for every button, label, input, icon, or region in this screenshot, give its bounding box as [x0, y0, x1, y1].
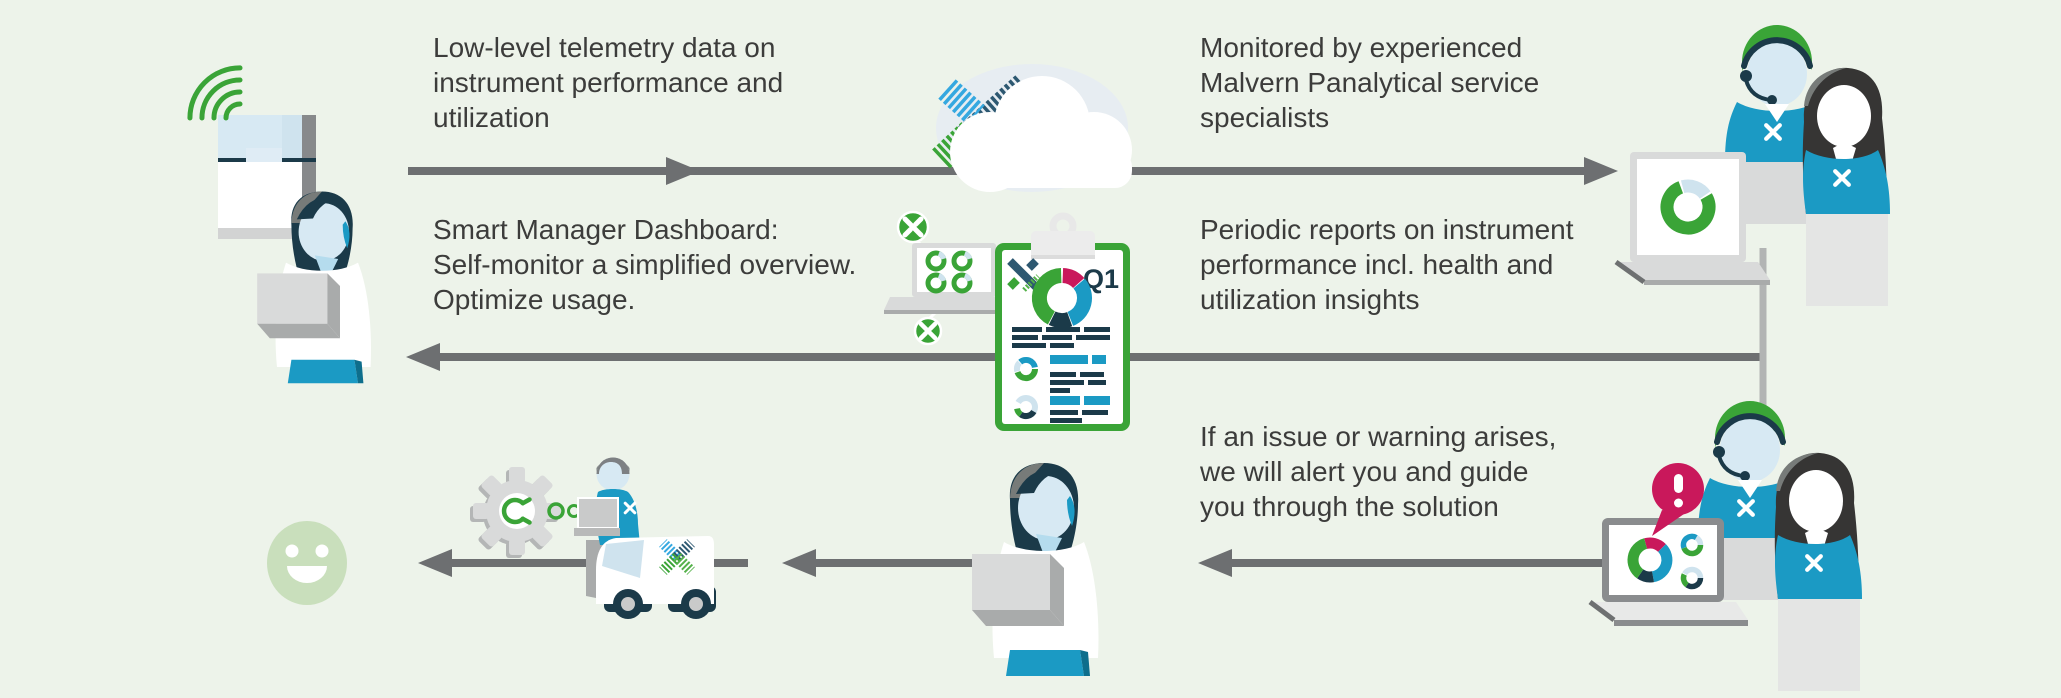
green-donut-chart — [1660, 181, 1716, 235]
excel-badge-icon — [896, 210, 930, 244]
text-line: specialists — [1200, 102, 1330, 133]
excel-badge-icon — [913, 316, 943, 346]
text-line: performance incl. health and — [1200, 249, 1554, 280]
text-line: Low-level telemetry data on — [433, 32, 776, 63]
service-van-icon — [574, 457, 716, 619]
text-line: utilization insights — [1200, 284, 1420, 315]
remote-fix-group — [470, 457, 716, 619]
reports-text: Periodic reports on instrument performan… — [1200, 212, 1574, 317]
text-line: Monitored by experienced — [1200, 32, 1523, 63]
telemetry-text: Low-level telemetry data on instrument p… — [433, 30, 783, 135]
customer-bottom — [972, 463, 1099, 676]
text-line: Optimize usage. — [433, 284, 636, 315]
alert-text: If an issue or warning arises, we will a… — [1200, 419, 1556, 524]
text-line: Periodic reports on instrument — [1200, 214, 1574, 245]
service-engineer — [574, 457, 640, 581]
arrowhead-left — [406, 343, 440, 371]
cloud-icon — [932, 64, 1132, 192]
report-entry-1 — [1014, 355, 1106, 393]
dashboard-text: Smart Manager Dashboard: Self-monitor a … — [433, 212, 856, 317]
alert-bubble-icon — [1652, 463, 1704, 536]
malvern-x-logo-small — [1007, 258, 1040, 292]
text-line: If an issue or warning arises, — [1200, 421, 1557, 452]
specialists-monitoring — [1614, 25, 1890, 306]
arrowhead-left-2 — [782, 549, 816, 577]
text-line: we will alert you and guide — [1200, 456, 1529, 487]
monitoring-laptop-icon — [1614, 152, 1770, 285]
wifi-signal-icon — [187, 65, 243, 121]
exclamation-mark — [1674, 474, 1683, 493]
report-text-bars — [1012, 327, 1110, 348]
text-line: utilization — [433, 102, 550, 133]
arrowhead-left-3 — [418, 549, 452, 577]
van-x-logo — [659, 539, 695, 575]
text-line: you through the solution — [1200, 491, 1499, 522]
text-line: instrument performance and — [433, 67, 784, 98]
gear-wrench-icon — [470, 467, 611, 558]
clipboard-report-icon: Q1 — [995, 212, 1130, 431]
smiley-face-icon — [267, 521, 347, 605]
dashboard-laptop-icon — [884, 210, 1004, 346]
donut-chart-icon — [925, 250, 973, 294]
text-line: Smart Manager Dashboard: — [433, 214, 779, 245]
arrowhead-right-mid — [666, 157, 700, 185]
alert-laptop-icon — [1588, 518, 1748, 626]
specialists-alert — [1588, 401, 1862, 691]
arrowhead-right-end — [1584, 157, 1618, 185]
report-entry-2 — [1014, 395, 1110, 423]
arrowhead-left-1 — [1198, 549, 1232, 577]
report-big-donut-chart — [1031, 268, 1092, 329]
alert-donut-charts — [1627, 533, 1704, 590]
text-line: Malvern Panalytical service — [1200, 67, 1540, 98]
text-line: Self-monitor a simplified overview. — [433, 249, 857, 280]
monitored-text: Monitored by experienced Malvern Panalyt… — [1200, 30, 1539, 135]
